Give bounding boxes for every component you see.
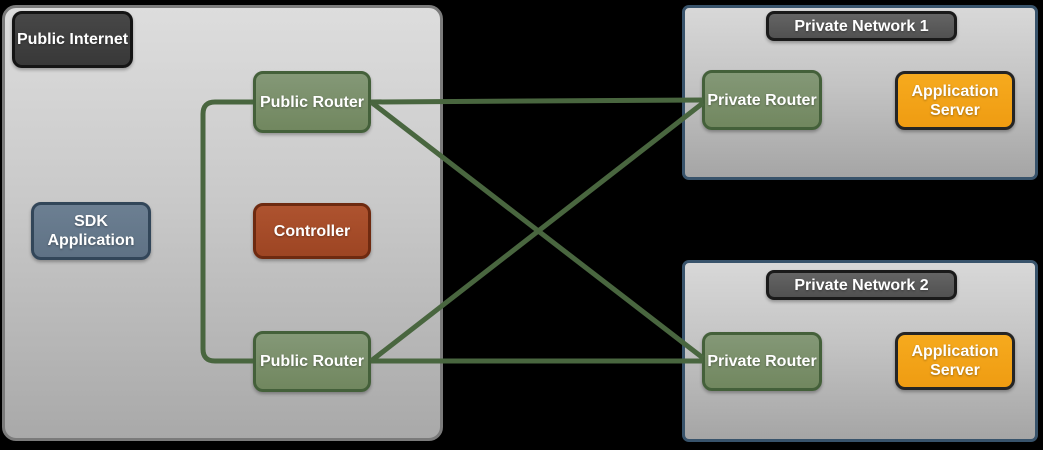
private-network-2-container: Private Network 2 Private Router Applica… — [682, 260, 1038, 442]
private-network-1-container: Private Network 1 Private Router Applica… — [682, 5, 1038, 180]
private-network-1-label: Private Network 1 — [794, 17, 929, 35]
private-router-1-label: Private Router — [707, 91, 817, 109]
application-server-1-node: Application Server — [895, 71, 1015, 130]
sdk-application-label: SDK Application — [47, 213, 135, 249]
public-router-top-node: Public Router — [253, 71, 371, 133]
public-router-bottom-node: Public Router — [253, 331, 371, 392]
application-server-2-node: Application Server — [895, 332, 1015, 390]
application-server-2-label: Application Server — [911, 343, 999, 379]
controller-label: Controller — [273, 222, 351, 240]
sdk-application-node: SDK Application — [31, 202, 151, 260]
private-network-2-label: Private Network 2 — [794, 276, 929, 294]
private-network-1-label-badge: Private Network 1 — [766, 11, 957, 41]
application-server-1-label: Application Server — [911, 82, 999, 119]
public-internet-label: Public Internet — [16, 31, 129, 48]
private-router-2-node: Private Router — [702, 332, 822, 391]
public-router-top-label: Public Router — [259, 93, 364, 111]
public-internet-container: Public Internet Public Router SDK Applic… — [2, 5, 443, 441]
private-router-1-node: Private Router — [702, 70, 822, 130]
private-router-2-label: Private Router — [707, 353, 817, 370]
private-network-2-label-badge: Private Network 2 — [766, 270, 957, 300]
public-router-bottom-label: Public Router — [259, 353, 364, 370]
public-internet-label-badge: Public Internet — [12, 11, 133, 68]
controller-node: Controller — [253, 203, 371, 259]
